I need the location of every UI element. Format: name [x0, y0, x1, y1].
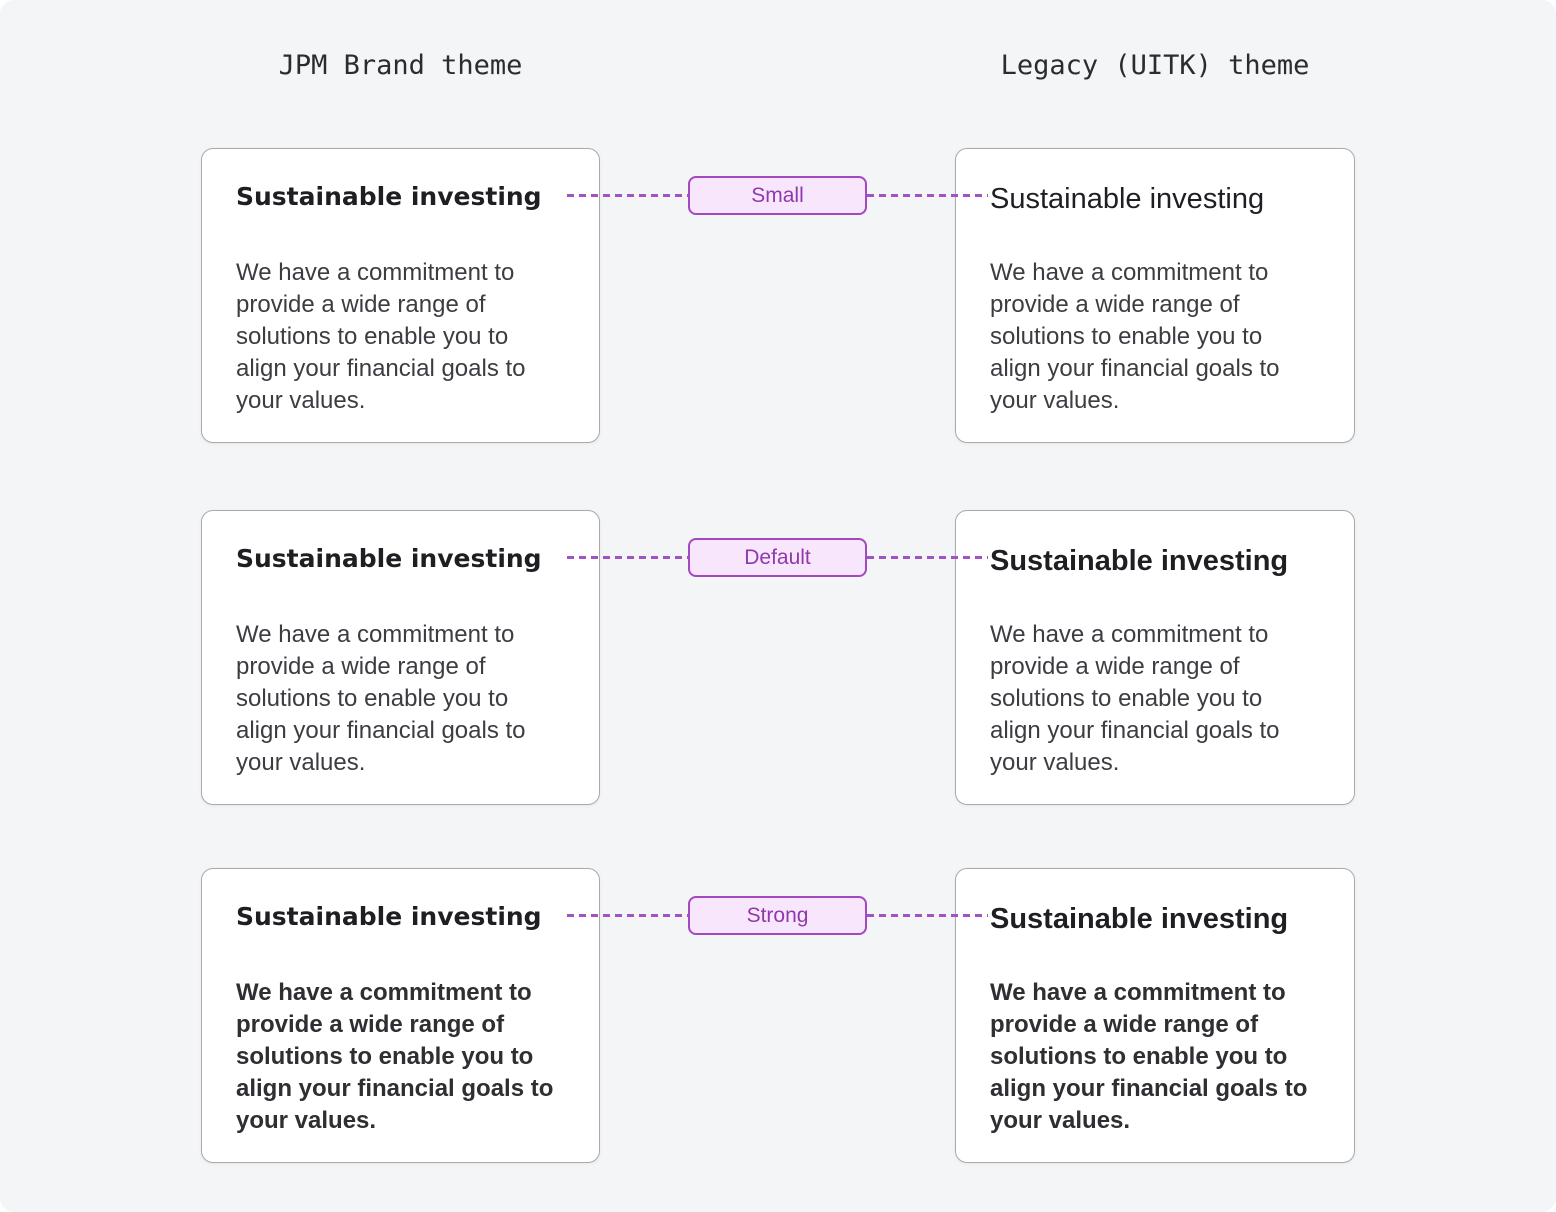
card-legacy-small: Sustainable investing We have a commitme… — [955, 148, 1355, 443]
card-body: We have a commitment to provide a wide r… — [236, 979, 554, 1134]
variant-badge-small: Small — [688, 176, 867, 215]
card-legacy-default: Sustainable investing We have a commitme… — [955, 510, 1355, 805]
card-body: We have a commitment to provide a wide r… — [236, 259, 526, 414]
card-body: We have a commitment to provide a wide r… — [990, 621, 1280, 776]
card-body: We have a commitment to provide a wide r… — [236, 621, 526, 776]
comparison-row-strong: Sustainable investing We have a commitme… — [0, 868, 1556, 1163]
comparison-row-small: Sustainable investing We have a commitme… — [0, 148, 1556, 443]
card-body: We have a commitment to provide a wide r… — [990, 979, 1308, 1134]
comparison-row-default: Sustainable investing We have a commitme… — [0, 510, 1556, 805]
column-header-legacy-uitk-theme: Legacy (UITK) theme — [1000, 50, 1310, 81]
card-jpm-default: Sustainable investing We have a commitme… — [201, 510, 600, 805]
card-body: We have a commitment to provide a wide r… — [990, 259, 1280, 414]
variant-badge-strong: Strong — [688, 896, 867, 935]
column-header-jpm-brand-theme: JPM Brand theme — [278, 50, 523, 81]
variant-badge-default: Default — [688, 538, 867, 577]
card-jpm-strong: Sustainable investing We have a commitme… — [201, 868, 600, 1163]
card-title: Sustainable investing — [236, 902, 542, 931]
card-jpm-small: Sustainable investing We have a commitme… — [201, 148, 600, 443]
card-title: Sustainable investing — [236, 544, 542, 573]
card-title: Sustainable investing — [990, 545, 1289, 577]
card-title: Sustainable investing — [990, 183, 1265, 215]
card-title: Sustainable investing — [236, 182, 542, 211]
card-title: Sustainable investing — [990, 903, 1289, 935]
card-legacy-strong: Sustainable investing We have a commitme… — [955, 868, 1355, 1163]
